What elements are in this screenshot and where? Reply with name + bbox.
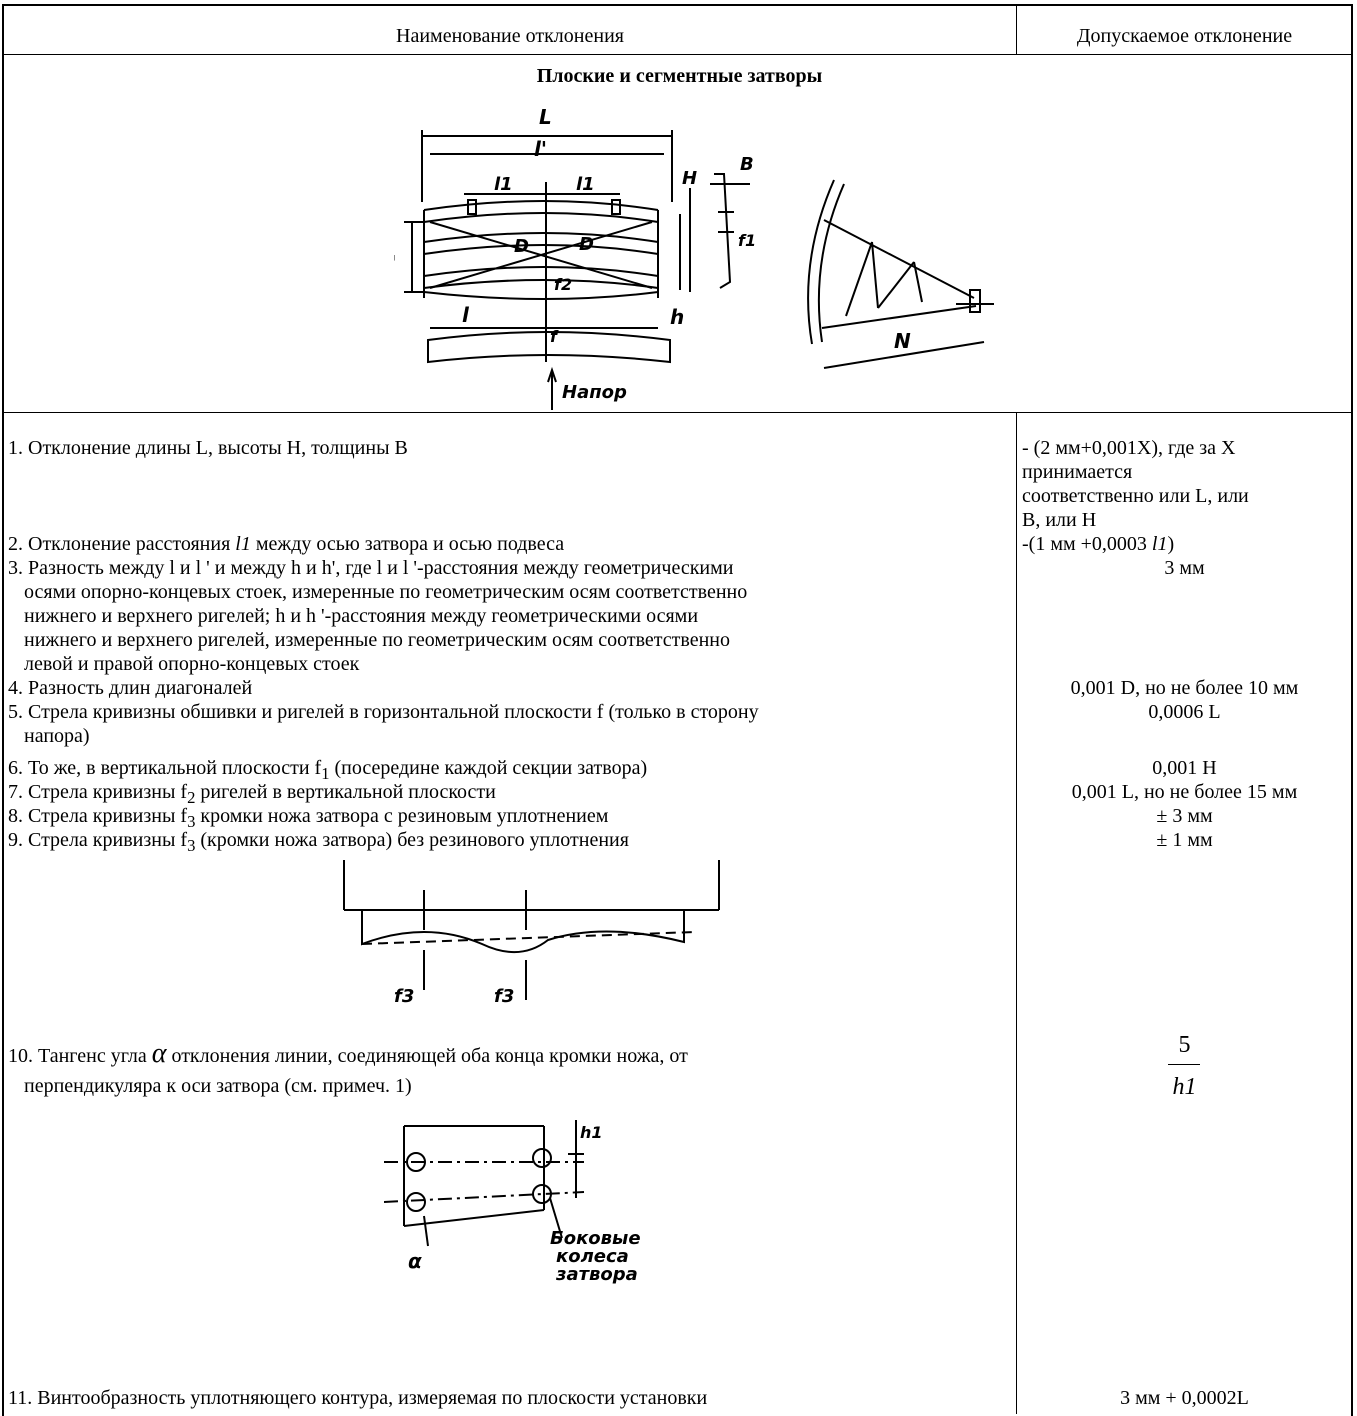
label-h1: h1: [580, 1123, 603, 1142]
header-rule: [4, 54, 1351, 55]
label-wheels-3: затвора: [555, 1264, 638, 1285]
row-7-name: 7. Стрела кривизны f2 ригелей в вертикал…: [8, 781, 496, 807]
row-1-tolerance-l3: соответственно или L, или: [1022, 485, 1249, 507]
label-f3-left: f3: [394, 986, 414, 1007]
row-2-tolerance: -(1 мм +0,0003 l1): [1022, 533, 1175, 555]
label-f3-right: f3: [494, 986, 514, 1007]
row-3-name-l5: левой и правой опорно-концевых стоек: [24, 653, 360, 675]
knife-edge-diagram: f3 f3: [334, 860, 734, 1010]
row-1-name: 1. Отклонение длины L, высоты Н, толщины…: [8, 437, 408, 459]
row-10-fraction-bar: [1168, 1064, 1200, 1065]
row-11-name: 11. Винтообразность уплотняющего контура…: [8, 1387, 708, 1409]
row-3-name-l3: нижнего и верхнего ригелей; h и h '-расс…: [24, 605, 699, 627]
label-l1-left: l1: [494, 174, 513, 195]
row-10-name-l2: перпендикуляра к оси затвора (см. примеч…: [24, 1075, 412, 1097]
wheel-diagram: h1 α Боковые колеса затвора: [383, 1106, 704, 1286]
deviation-table: Наименование отклонения Допускаемое откл…: [2, 4, 1353, 1416]
row-3-tolerance: 3 мм: [1164, 557, 1205, 579]
label-h: h: [670, 305, 684, 329]
row-1-tolerance-l4: В, или Н: [1022, 509, 1097, 531]
row-6-name: 6. То же, в вертикальной плоскости f1 (п…: [8, 757, 648, 783]
label-H: H: [682, 168, 697, 189]
label-L: L: [539, 105, 552, 129]
label-f1: f1: [738, 231, 756, 250]
label-D-right: D: [579, 234, 594, 255]
header-name: Наименование отклонения: [396, 25, 624, 47]
row-3-name-l4: нижнего и верхнего ригелей, измеренные п…: [24, 629, 730, 651]
row-4-tolerance: 0,001 D, но не более 10 мм: [1070, 677, 1299, 699]
row-10-tolerance-denominator: h1: [1172, 1074, 1197, 1100]
row-6-tolerance: 0,001 Н: [1152, 757, 1217, 779]
row-10-tolerance-numerator: 5: [1178, 1032, 1191, 1058]
row-5-tolerance: 0,0006 L: [1148, 701, 1221, 723]
row-11-tolerance: 3 мм + 0,0002L: [1120, 1387, 1249, 1409]
label-wheels-2: колеса: [556, 1246, 629, 1267]
label-B: B: [740, 154, 754, 175]
row-2-name: 2. Отклонение расстояния l1 между осью з…: [8, 533, 565, 555]
label-l: l: [462, 303, 470, 327]
label-h-prime: h': [394, 251, 396, 275]
label-alpha: α: [408, 1249, 422, 1273]
row-10-name-l1: 10. Тангенс угла α отклонения линии, сое…: [8, 1038, 688, 1069]
row-9-tolerance: ± 1 мм: [1156, 829, 1213, 851]
row-8-name: 8. Стрела кривизны f3 кромки ножа затвор…: [8, 805, 609, 831]
row-5-name-l2: напора): [24, 725, 90, 747]
gate-diagram: L l' l1 l1 D D f2 h' h H: [376, 92, 1014, 412]
header-tolerance: Допускаемое отклонение: [1076, 25, 1293, 47]
label-N: N: [894, 329, 911, 353]
label-l-prime: l': [534, 137, 547, 161]
row-3-name-l1: 3. Разность между l и l ' и между h и h'…: [8, 557, 734, 579]
row-4-name: 4. Разность длин диагоналей: [8, 677, 253, 699]
label-f: f: [550, 327, 559, 346]
label-napor: Напор: [562, 382, 627, 403]
label-l1-right: l1: [576, 174, 595, 195]
column-divider: [1016, 412, 1017, 1414]
row-1-tolerance-l2: принимается: [1022, 461, 1133, 483]
label-f2: f2: [554, 275, 572, 294]
section-title: Плоские и сегментные затворы: [536, 65, 823, 87]
row-9-name: 9. Стрела кривизны f3 (кромки ножа затво…: [8, 829, 629, 855]
row-7-tolerance: 0,001 L, но не более 15 мм: [1071, 781, 1298, 803]
row-3-name-l2: осями опорно-концевых стоек, измеренные …: [24, 581, 748, 603]
label-wheels-1: Боковые: [550, 1228, 641, 1249]
figure-rule: [4, 412, 1351, 413]
row-5-name-l1: 5. Стрела кривизны обшивки и ригелей в г…: [8, 701, 759, 723]
label-D-left: D: [514, 236, 529, 257]
row-1-tolerance-l1: - (2 мм+0,001Х), где за Х: [1022, 437, 1236, 459]
header-divider: [1016, 6, 1017, 54]
row-8-tolerance: ± 3 мм: [1156, 805, 1213, 827]
